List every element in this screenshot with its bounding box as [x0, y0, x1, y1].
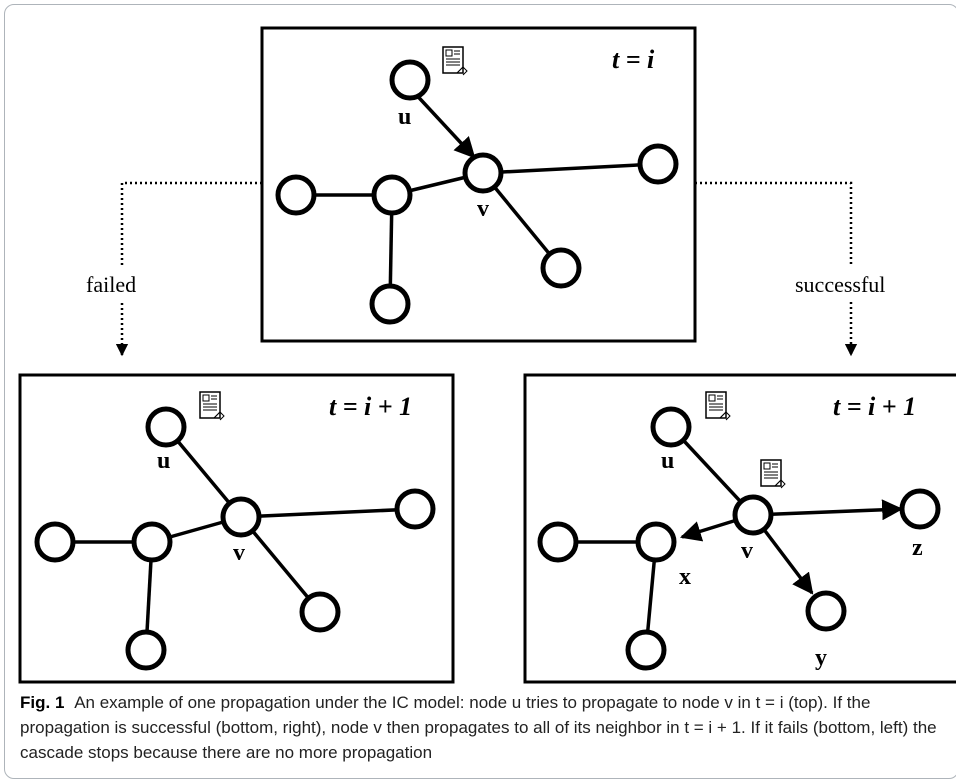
panel-top: t = i u v	[260, 26, 697, 343]
label-x: x	[679, 564, 691, 590]
top-time-label: t = i	[612, 45, 655, 74]
node	[275, 174, 317, 216]
panel-bottom-left: t = i + 1 u v	[18, 373, 455, 684]
node	[131, 521, 173, 563]
node-x	[635, 521, 677, 563]
label-v: v	[477, 196, 489, 222]
label-u: u	[157, 448, 170, 474]
node-y	[805, 590, 847, 632]
document-icon	[705, 391, 731, 421]
label-v: v	[233, 540, 245, 566]
node	[299, 591, 341, 633]
node	[625, 629, 667, 671]
caption-text: An example of one propagation under the …	[20, 693, 937, 762]
node	[637, 143, 679, 185]
node	[537, 521, 579, 563]
node	[369, 283, 411, 325]
label-y: y	[815, 645, 827, 671]
node	[394, 488, 436, 530]
node-u	[650, 406, 692, 448]
label-u: u	[661, 448, 674, 474]
failed-label: failed	[86, 272, 136, 297]
figure-number: Fig. 1	[20, 693, 65, 712]
bottom-right-time-label: t = i + 1	[833, 392, 916, 421]
successful-label-bg	[792, 266, 910, 302]
node	[371, 174, 413, 216]
node-v	[220, 496, 262, 538]
document-icon	[760, 459, 786, 489]
node-u	[389, 59, 431, 101]
node	[540, 247, 582, 289]
node-v	[732, 494, 774, 536]
node-v	[462, 152, 504, 194]
node	[34, 521, 76, 563]
label-u: u	[398, 104, 411, 130]
node	[125, 629, 167, 671]
document-icon	[199, 391, 225, 421]
failed-label-bg	[84, 266, 162, 302]
label-z: z	[912, 535, 923, 561]
node-u	[145, 406, 187, 448]
bottom-left-time-label: t = i + 1	[329, 392, 412, 421]
figure-caption: Fig. 1 An example of one propagation und…	[20, 690, 950, 765]
successful-label: successful	[795, 272, 885, 297]
failed-connector	[115, 181, 262, 357]
propagation-diagram: failed successful t = i u v t = i + 1	[18, 26, 956, 684]
node-z	[899, 488, 941, 530]
panel-bottom-right: t = i + 1 u v x y z	[523, 373, 956, 684]
label-v: v	[741, 538, 753, 564]
document-icon	[442, 46, 468, 76]
